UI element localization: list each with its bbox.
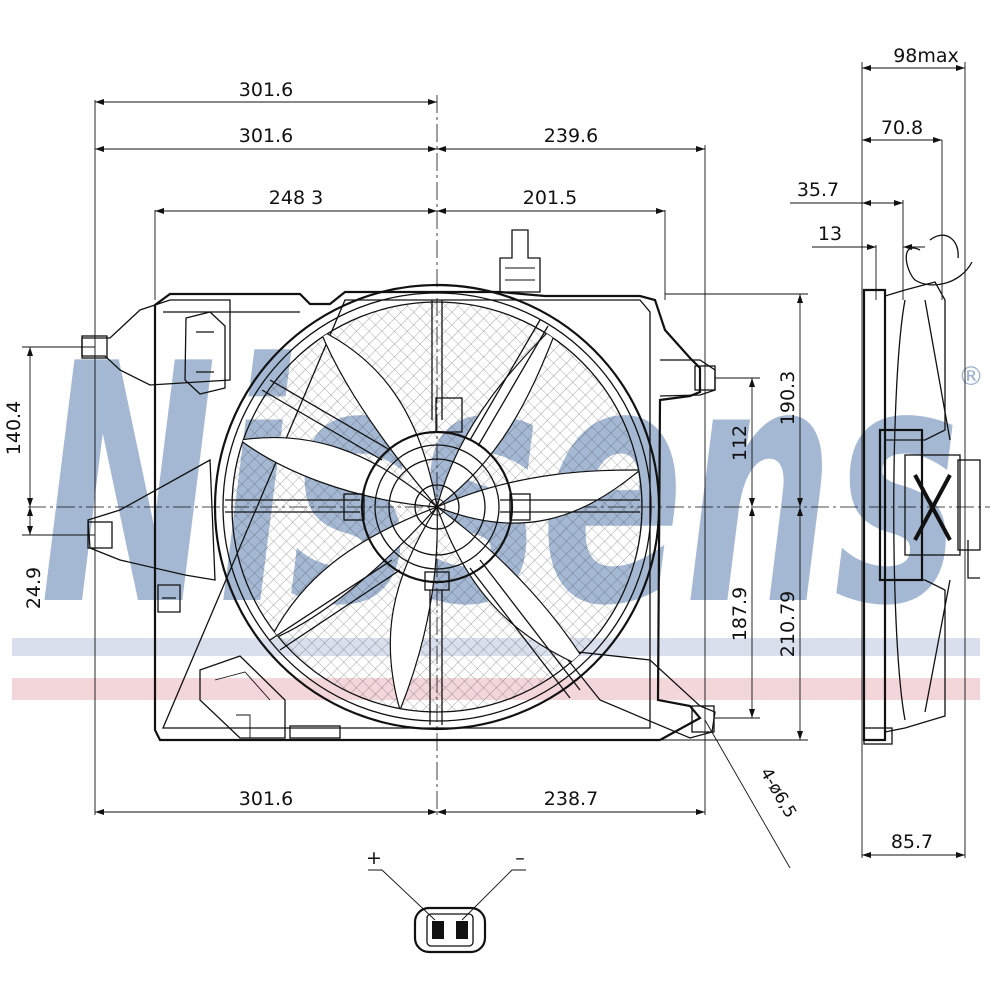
dim-top-left-1: 301.6: [239, 79, 293, 101]
fan-assembly: [213, 283, 661, 731]
dim-arrows: [862, 137, 942, 143]
side-motor-cross: [913, 474, 952, 541]
spoke: [269, 559, 401, 651]
dim-bottom-right: 238.7: [544, 788, 598, 810]
right-lower-mount-hole: [691, 705, 715, 733]
top-plug-detail: [505, 267, 535, 281]
connector-pin-minus: [456, 921, 468, 939]
dim-right-112: 112: [729, 425, 751, 461]
hub-cap: [414, 484, 460, 530]
spoke: [261, 379, 391, 461]
extension-lines-left: [22, 346, 95, 536]
side-hook-tip: [929, 234, 959, 259]
dim-arrows: [867, 244, 912, 250]
motor-inner-ring: [388, 458, 486, 556]
dim-side-35: 35.7: [797, 179, 839, 201]
side-view: 98max 70.8 35.7 13 85.7: [790, 45, 981, 858]
left-upper-bracket: [81, 299, 231, 386]
fan-ring-inner: [231, 301, 643, 713]
dim-arrows: [862, 200, 903, 206]
motor-mount-bottom: [424, 571, 450, 591]
left-lower-tab: [157, 584, 181, 613]
dim-top-right-2: 239.6: [544, 125, 598, 147]
dim-left-lower: 24.9: [23, 567, 45, 609]
extension-lines-right: [660, 293, 808, 741]
side-motor-cap: [957, 459, 981, 551]
spoke: [431, 300, 443, 420]
connector-body: [413, 906, 487, 954]
side-motor-bracket: [878, 428, 924, 582]
motor-wire-clip: [435, 397, 463, 433]
dim-right-187: 187.9: [729, 587, 751, 641]
side-spoke-lines: [924, 299, 951, 713]
motor-mount-right: [509, 493, 531, 521]
dim-top-left-3: 248 3: [269, 187, 323, 209]
spoke: [469, 559, 581, 699]
connector-pin-plus: [432, 921, 444, 939]
dim-side-70: 70.8: [881, 117, 923, 139]
dim-side-max: 98max: [893, 45, 959, 67]
bottom-vent-slot: [289, 725, 341, 739]
side-blade-curve: [893, 299, 906, 721]
spoke: [429, 590, 443, 725]
top-plug: [499, 229, 541, 293]
fan-ring-middle: [222, 292, 652, 722]
spoke: [225, 499, 360, 513]
extension-lines: [94, 100, 706, 815]
spoke: [469, 319, 549, 447]
dim-hole-note: 4-ø6,5: [756, 765, 801, 822]
dim-left-upper: 140.4: [3, 401, 25, 455]
motor-mount-left: [343, 493, 365, 521]
dim-top-left-2: 301.6: [239, 125, 293, 147]
motor-spokes: [225, 300, 640, 725]
side-hook: [905, 247, 973, 286]
fan-ring-outer: [213, 283, 661, 731]
side-frame: [862, 288, 887, 742]
connector-plus-label: +: [366, 847, 382, 869]
fan-shroud: [81, 229, 716, 742]
left-clip: [184, 311, 226, 395]
connector-minus-label: –: [515, 847, 525, 869]
dim-right-190: 190.3: [777, 371, 799, 425]
connector-housing-detail: [214, 671, 271, 738]
spoke: [500, 499, 640, 513]
hole-note-leader: [704, 719, 791, 869]
side-motor-body: [904, 454, 961, 556]
left-clip-detail: [196, 331, 214, 373]
fan-blades: [238, 319, 642, 712]
hub-center: [428, 498, 446, 516]
shroud-outline: [153, 290, 702, 742]
dim-side-85: 85.7: [891, 831, 933, 853]
dim-side-13: 13: [818, 223, 842, 245]
dim-bottom-left: 301.6: [239, 788, 293, 810]
dim-top-right-3: 201.5: [523, 187, 577, 209]
connector-housing: [199, 655, 286, 739]
side-wire: [967, 540, 980, 579]
side-bottom-foot: [863, 727, 893, 745]
motor-ring: [374, 444, 500, 570]
connector-face: [426, 913, 474, 947]
watermark-registered-mark: ®: [958, 362, 984, 392]
side-upper-shroud: [884, 281, 946, 441]
dim-right-210: 210.79: [777, 591, 799, 657]
connector-leaders: [368, 869, 526, 921]
electrical-connector: + –: [366, 847, 526, 954]
